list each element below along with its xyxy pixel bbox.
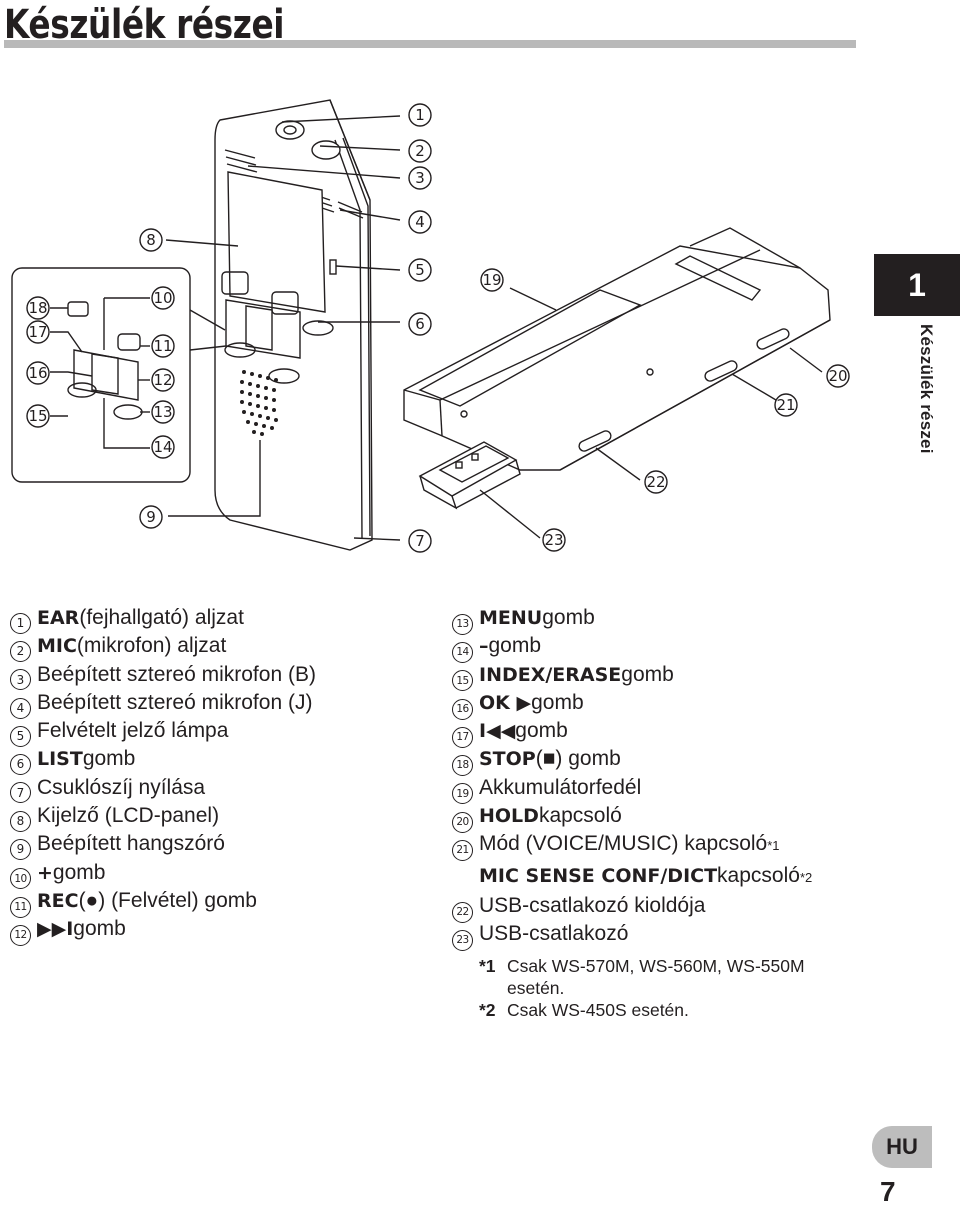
svg-text:2: 2 (415, 142, 425, 160)
speaker-grill (240, 370, 278, 436)
callout-9: 9 (139, 505, 163, 529)
callout-21: 21 (774, 393, 798, 417)
callout-6: 6 (408, 312, 432, 336)
callout-14: 14 (151, 435, 175, 459)
ear-jack (275, 120, 305, 140)
callout-16: 16 (26, 361, 50, 385)
chapter-title-vertical: Készülék részei (917, 324, 936, 454)
callout-markers: 1 2 3 4 5 6 7 8 9 10 11 12 13 14 15 16 1… (26, 103, 850, 553)
svg-text:7: 7 (415, 532, 425, 550)
svg-text:14: 14 (153, 438, 172, 456)
list-item: 14– gomb (452, 632, 872, 663)
title-underline (4, 40, 856, 48)
svg-text:3: 3 (415, 169, 425, 187)
callout-23: 23 (542, 528, 566, 552)
svg-text:4: 4 (415, 213, 425, 231)
button-detail-inset (11, 267, 191, 483)
mic-jack (311, 140, 341, 160)
chapter-number-tab: 1 (874, 254, 960, 316)
callout-13: 13 (151, 400, 175, 424)
callout-1: 1 (408, 103, 432, 127)
callout-18: 18 (26, 296, 50, 320)
svg-text:17: 17 (28, 323, 47, 341)
callout-17: 17 (26, 320, 50, 344)
callout-22: 22 (644, 470, 668, 494)
svg-text:10: 10 (153, 289, 172, 307)
callout-5: 5 (408, 258, 432, 282)
svg-text:11: 11 (153, 337, 172, 355)
svg-text:18: 18 (28, 299, 47, 317)
callout-11: 11 (151, 334, 175, 358)
recorder-back-body (403, 245, 831, 471)
svg-text:21: 21 (776, 396, 795, 414)
svg-text:1: 1 (415, 106, 425, 124)
svg-text:6: 6 (415, 315, 425, 333)
svg-text:13: 13 (153, 403, 172, 421)
page-number: 7 (880, 1176, 896, 1207)
lcd-panel (227, 171, 326, 313)
callout-3: 3 (408, 166, 432, 190)
callout-19: 19 (480, 268, 504, 292)
svg-text:23: 23 (544, 531, 563, 549)
device-illustration: 1 2 3 4 5 6 7 8 9 10 11 12 13 14 15 16 1… (11, 99, 850, 553)
list-item: 10+ gomb (10, 859, 430, 890)
svg-text:9: 9 (146, 508, 156, 526)
callout-20: 20 (826, 364, 850, 388)
callout-4: 4 (408, 210, 432, 234)
language-tab: HU (872, 1126, 932, 1168)
callout-2: 2 (408, 139, 432, 163)
svg-text:19: 19 (482, 271, 501, 289)
svg-text:22: 22 (646, 473, 665, 491)
callout-15: 15 (26, 404, 50, 428)
svg-text:12: 12 (153, 371, 172, 389)
list-item: MIC SENSE CONF/DICT kapcsoló*2 (479, 863, 813, 887)
svg-text:8: 8 (146, 231, 156, 249)
list-item: 12▶▶I gomb (10, 915, 430, 946)
svg-text:16: 16 (28, 364, 47, 382)
svg-text:15: 15 (28, 407, 47, 425)
callout-10: 10 (151, 286, 175, 310)
svg-text:20: 20 (828, 367, 847, 385)
callout-8: 8 (139, 228, 163, 252)
callout-7: 7 (408, 529, 432, 553)
callout-12: 12 (151, 368, 175, 392)
svg-text:5: 5 (415, 261, 425, 279)
